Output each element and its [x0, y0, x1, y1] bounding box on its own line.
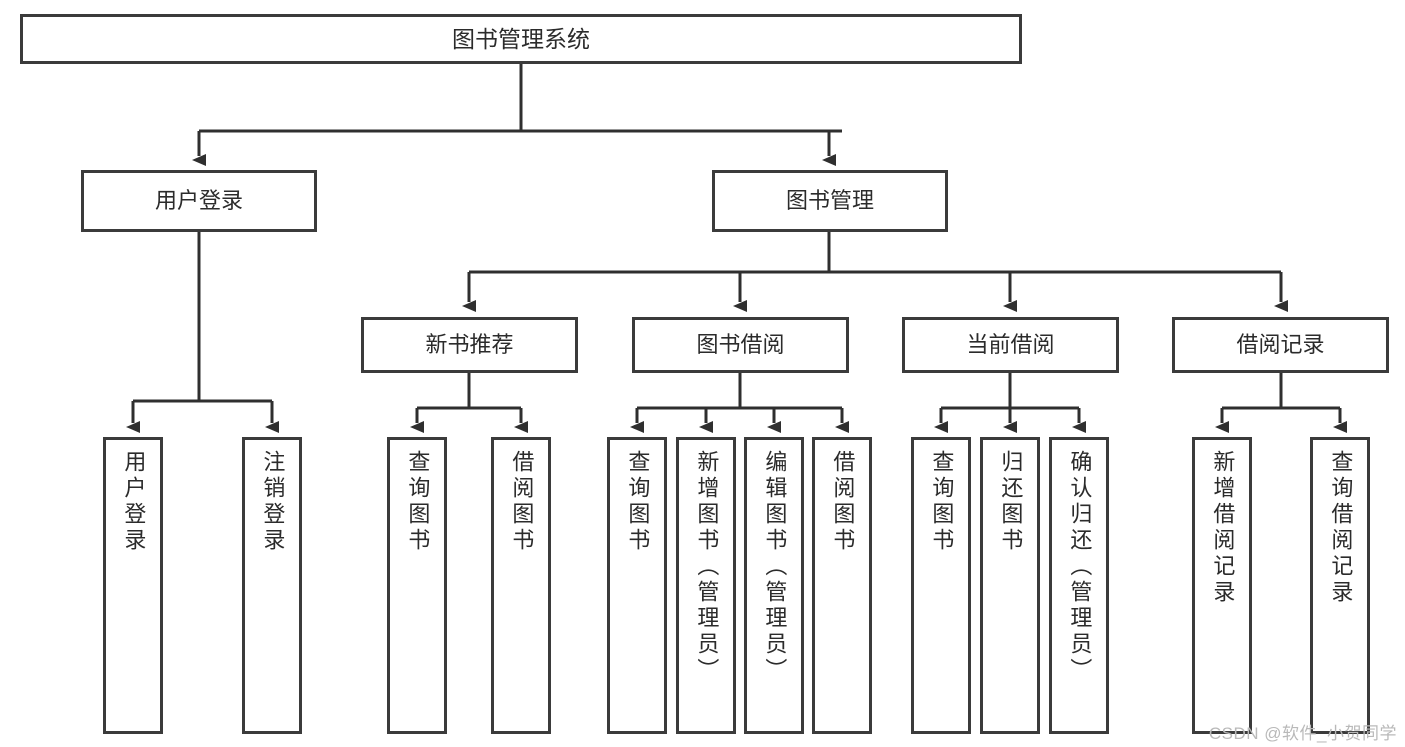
leaf-confirm-return-admin[interactable]: 确认归还（管理员） — [1049, 437, 1109, 734]
node-book-management[interactable]: 图书管理 — [712, 170, 948, 232]
leaf-query-books-current[interactable]: 查询图书 — [911, 437, 971, 734]
leaf-borrow-books[interactable]: 借阅图书 — [812, 437, 872, 734]
node-current-borrow[interactable]: 当前借阅 — [902, 317, 1119, 373]
node-new-book-recommend-label: 新书推荐 — [425, 332, 514, 358]
leaf-query-books-borrow-label: 查询图书 — [625, 450, 651, 554]
node-new-book-recommend[interactable]: 新书推荐 — [361, 317, 578, 373]
leaf-borrow-books-label: 借阅图书 — [830, 450, 856, 554]
node-book-borrow[interactable]: 图书借阅 — [632, 317, 849, 373]
leaf-add-borrow-record-label: 新增借阅记录 — [1210, 450, 1236, 606]
leaf-query-borrow-record-label: 查询借阅记录 — [1328, 450, 1354, 606]
leaf-add-book-admin-label: 新增图书（管理员） — [694, 450, 720, 684]
leaf-query-books-recommend-label: 查询图书 — [405, 450, 431, 554]
leaf-edit-book-admin-label: 编辑图书（管理员） — [762, 450, 788, 684]
leaf-edit-book-admin[interactable]: 编辑图书（管理员） — [744, 437, 804, 734]
node-user-login[interactable]: 用户登录 — [81, 170, 317, 232]
leaf-borrow-books-recommend[interactable]: 借阅图书 — [491, 437, 551, 734]
leaf-query-borrow-record[interactable]: 查询借阅记录 — [1310, 437, 1370, 734]
node-book-borrow-label: 图书借阅 — [696, 332, 785, 358]
node-root-label: 图书管理系统 — [452, 25, 590, 52]
leaf-add-book-admin[interactable]: 新增图书（管理员） — [676, 437, 736, 734]
watermark-text: CSDN @软件_小贺同学 — [1208, 724, 1397, 743]
leaf-user-login[interactable]: 用户登录 — [103, 437, 163, 734]
node-root[interactable]: 图书管理系统 — [20, 14, 1022, 64]
leaf-borrow-books-recommend-label: 借阅图书 — [509, 450, 535, 554]
node-book-management-label: 图书管理 — [785, 188, 874, 214]
node-borrow-records[interactable]: 借阅记录 — [1172, 317, 1389, 373]
node-user-login-label: 用户登录 — [154, 188, 243, 214]
node-current-borrow-label: 当前借阅 — [966, 332, 1055, 358]
leaf-return-books[interactable]: 归还图书 — [980, 437, 1040, 734]
node-borrow-records-label: 借阅记录 — [1236, 332, 1325, 358]
leaf-user-login-label: 用户登录 — [121, 450, 147, 554]
leaf-query-books-borrow[interactable]: 查询图书 — [607, 437, 667, 734]
leaf-confirm-return-admin-label: 确认归还（管理员） — [1067, 450, 1093, 684]
leaf-return-books-label: 归还图书 — [998, 450, 1024, 554]
leaf-logout[interactable]: 注销登录 — [242, 437, 302, 734]
leaf-query-books-recommend[interactable]: 查询图书 — [387, 437, 447, 734]
leaf-query-books-current-label: 查询图书 — [929, 450, 955, 554]
leaf-logout-label: 注销登录 — [260, 450, 286, 554]
leaf-add-borrow-record[interactable]: 新增借阅记录 — [1192, 437, 1252, 734]
